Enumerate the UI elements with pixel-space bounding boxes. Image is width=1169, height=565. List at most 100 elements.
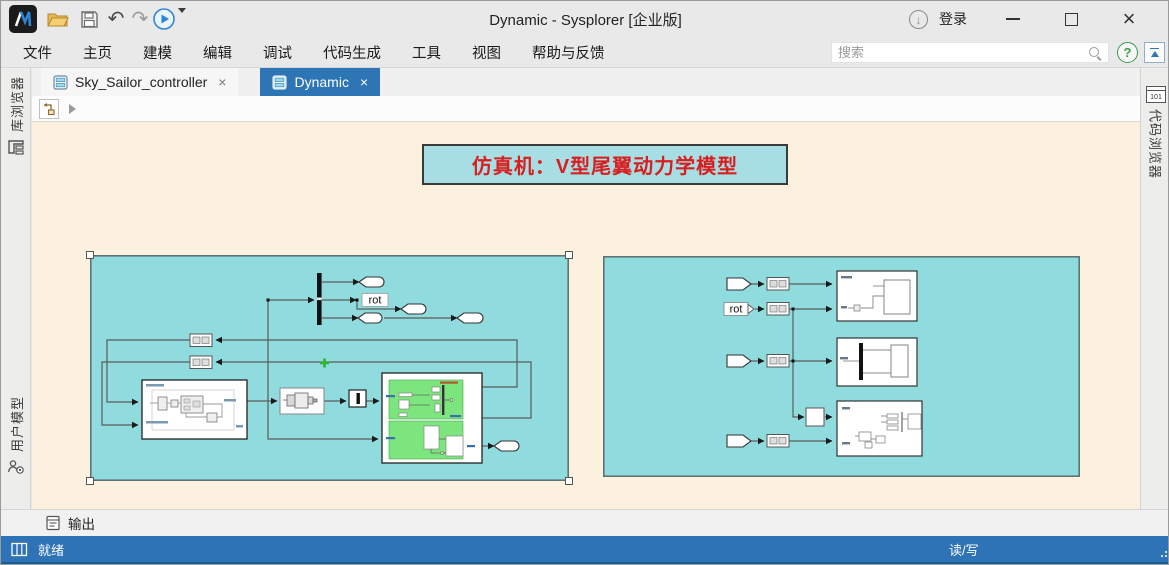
tab-sky-sailor-controller[interactable]: Sky_Sailor_controller × bbox=[41, 68, 239, 96]
menu-tools[interactable]: 工具 bbox=[412, 45, 441, 62]
resize-grip[interactable] bbox=[1157, 547, 1167, 557]
help-icon: ? bbox=[1123, 45, 1132, 60]
breadcrumb-expand-icon[interactable] bbox=[69, 103, 76, 114]
tab-close-icon[interactable]: × bbox=[359, 74, 369, 90]
maximize-button[interactable] bbox=[1059, 9, 1083, 29]
selection-handle[interactable] bbox=[565, 477, 573, 485]
diagram-canvas[interactable]: 仿真机：V型尾翼动力学模型 bbox=[32, 122, 1140, 509]
menu-modeling[interactable]: 建模 bbox=[143, 45, 172, 62]
menu-home[interactable]: 主页 bbox=[83, 45, 112, 62]
menu-bar: 文件 主页 建模 编辑 调试 代码生成 工具 视图 帮助与反馈 ? bbox=[1, 37, 1168, 68]
sidebar-item-library-browser[interactable]: 库浏览器 bbox=[1, 76, 31, 156]
folder-open-icon bbox=[47, 13, 69, 27]
tab-close-icon[interactable]: × bbox=[218, 74, 227, 90]
controller-subsystem-block[interactable] bbox=[141, 379, 248, 440]
save-icon bbox=[80, 10, 98, 28]
search-box bbox=[831, 42, 1109, 63]
model-navigation-icon bbox=[44, 102, 55, 115]
app-logo-icon[interactable] bbox=[9, 5, 37, 33]
user-model-label: 用户模型 bbox=[9, 396, 25, 453]
menu-debug[interactable]: 调试 bbox=[263, 45, 292, 62]
output-panel-icon bbox=[46, 515, 60, 531]
login-button[interactable]: 登录 bbox=[939, 11, 967, 27]
svg-text:rot: rot bbox=[730, 304, 743, 316]
search-input[interactable] bbox=[832, 45, 1088, 60]
model-navigation-bar bbox=[32, 96, 1140, 122]
subsystem-block-a[interactable] bbox=[836, 270, 918, 322]
model-title-banner[interactable]: 仿真机：V型尾翼动力学模型 bbox=[422, 144, 788, 185]
arrow-up-icon bbox=[1150, 51, 1159, 58]
status-ready-text: 就绪 bbox=[38, 542, 65, 558]
search-icon[interactable] bbox=[1088, 46, 1102, 60]
output-panel-bar[interactable]: 输出 bbox=[1, 509, 1168, 536]
small-relay-block[interactable] bbox=[805, 407, 825, 427]
redo-button[interactable]: ↷ bbox=[129, 8, 151, 30]
open-folder-button[interactable] bbox=[47, 8, 69, 30]
undo-button[interactable]: ↶ bbox=[105, 8, 127, 30]
selection-handle[interactable] bbox=[86, 251, 94, 259]
user-model-icon bbox=[7, 460, 24, 474]
dynamics-subsystem-block[interactable]: rot bbox=[90, 255, 569, 481]
menu-file[interactable]: 文件 bbox=[23, 45, 52, 62]
wire-junctions bbox=[791, 307, 795, 363]
document-tab-bar: Sky_Sailor_controller × Dynamic × bbox=[32, 68, 1140, 96]
bus-adapter-block[interactable] bbox=[766, 277, 790, 448]
selection-handle[interactable] bbox=[565, 251, 573, 259]
output-port[interactable] bbox=[357, 276, 520, 452]
banner-text: 仿真机：V型尾翼动力学模型 bbox=[471, 156, 739, 178]
title-bar: ↶ ↷ Dynamic - Sysplorer [企业版] ↓ 登录 × bbox=[1, 1, 1168, 37]
close-icon: × bbox=[1122, 6, 1136, 31]
connection-wires[interactable] bbox=[751, 280, 833, 445]
rot-signal-label[interactable]: rot bbox=[361, 293, 389, 307]
download-circle-icon[interactable]: ↓ bbox=[909, 10, 928, 29]
undo-icon: ↶ bbox=[107, 8, 125, 30]
actuator-block[interactable] bbox=[279, 387, 325, 415]
right-dock-strip: 101 代码浏览器 bbox=[1140, 68, 1168, 509]
help-button[interactable]: ? bbox=[1117, 42, 1138, 63]
output-subsystem-block[interactable]: rot bbox=[603, 256, 1080, 477]
output-panel-label: 输出 bbox=[68, 517, 95, 532]
subsystem-block-c[interactable] bbox=[836, 400, 923, 457]
model-tab-icon bbox=[272, 74, 288, 90]
close-button[interactable]: × bbox=[1115, 5, 1143, 33]
run-options-dropdown[interactable] bbox=[178, 8, 190, 30]
rot-input-label[interactable]: rot bbox=[723, 302, 755, 316]
chevron-down-icon bbox=[178, 8, 186, 30]
selection-handle[interactable] bbox=[86, 477, 94, 485]
layout-columns-icon[interactable] bbox=[11, 542, 28, 557]
minimize-icon bbox=[1006, 18, 1020, 20]
sidebar-item-code-browser[interactable]: 101 代码浏览器 bbox=[1141, 86, 1168, 179]
plus-annotation bbox=[320, 358, 329, 368]
window-title: Dynamic - Sysplorer [企业版] bbox=[489, 11, 682, 29]
svg-text:rot: rot bbox=[369, 295, 382, 307]
left-dock-strip: 库浏览器 用户模型 bbox=[1, 68, 31, 509]
status-bar: 就绪 读/写 bbox=[1, 536, 1168, 564]
demux-bar-block[interactable] bbox=[317, 273, 322, 325]
collapse-ribbon-button[interactable] bbox=[1144, 42, 1165, 63]
maximize-icon bbox=[1064, 12, 1078, 26]
menu-codegen[interactable]: 代码生成 bbox=[323, 45, 381, 62]
sidebar-item-user-model[interactable]: 用户模型 bbox=[1, 396, 31, 476]
connection-wires[interactable] bbox=[101, 278, 532, 450]
input-port[interactable] bbox=[726, 277, 752, 448]
bus-adapter-block[interactable] bbox=[189, 333, 213, 369]
tail-dynamics-subsystem-block[interactable] bbox=[381, 372, 483, 464]
code-browser-icon: 101 bbox=[1146, 86, 1166, 103]
go-to-parent-button[interactable] bbox=[39, 98, 59, 119]
save-button[interactable] bbox=[78, 8, 100, 30]
tab-label: Sky_Sailor_controller bbox=[75, 74, 208, 90]
wire-junctions bbox=[266, 298, 359, 302]
status-readwrite-text: 读/写 bbox=[949, 542, 979, 558]
menu-view[interactable]: 视图 bbox=[472, 45, 501, 62]
run-simulation-button[interactable] bbox=[153, 8, 175, 30]
tab-dynamic[interactable]: Dynamic × bbox=[260, 68, 381, 96]
menu-edit[interactable]: 编辑 bbox=[203, 45, 232, 62]
library-browser-icon bbox=[8, 140, 24, 155]
collapse-bar bbox=[1150, 47, 1159, 50]
subsystem-block-b[interactable] bbox=[836, 337, 918, 387]
mux-small-block[interactable] bbox=[348, 389, 367, 408]
menu-help-feedback[interactable]: 帮助与反馈 bbox=[532, 45, 605, 62]
minimize-button[interactable] bbox=[1001, 9, 1025, 29]
tab-label: Dynamic bbox=[294, 74, 349, 90]
